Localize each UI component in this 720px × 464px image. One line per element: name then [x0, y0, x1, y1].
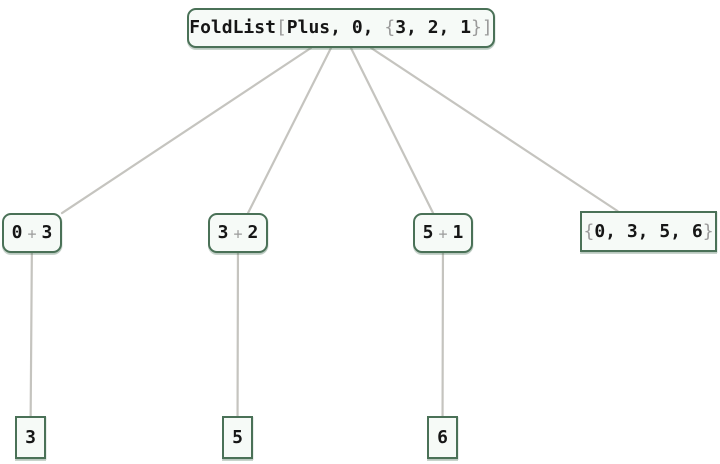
token-value: 5 — [232, 426, 243, 448]
token-head: FoldList — [189, 17, 276, 38]
tree-edge-root-c2 — [246, 46, 333, 215]
leaf-node-value-3: 6 — [427, 416, 458, 459]
token-operand: 1 — [452, 222, 464, 243]
token-operand: 3 — [41, 222, 53, 243]
token-list-items: 3, 2, 1 — [395, 17, 472, 38]
tree-edge-root-c1 — [60, 46, 312, 215]
tree-edge-c1-l1 — [29, 251, 33, 418]
child-node-sum-2: 3 + 2 — [208, 213, 268, 253]
leaf-node-value-1: 3 — [15, 416, 46, 459]
token-open-brace: { — [384, 17, 396, 38]
plus-operator: + — [27, 224, 37, 243]
token-operand: 3 — [217, 222, 229, 243]
token-list-items: 0, 3, 5, 6 — [594, 220, 703, 242]
token-operand: 2 — [247, 222, 259, 243]
token-open-brace: { — [583, 220, 595, 242]
token-close-brace: } — [471, 17, 482, 38]
tree-edge-root-c4 — [370, 46, 619, 213]
token-close-bracket: ] — [481, 17, 493, 38]
child-node-sum-1: 0 + 3 — [2, 213, 62, 253]
token-value: 6 — [437, 426, 448, 448]
token-open-bracket: [ — [275, 17, 287, 38]
child-node-sum-3: 5 + 1 — [413, 213, 473, 253]
plus-operator: + — [233, 224, 243, 243]
token-operand: 0 — [11, 222, 23, 243]
token-value: 3 — [25, 426, 36, 448]
token-close-brace: } — [702, 220, 714, 242]
result-list-node: { 0, 3, 5, 6 } — [580, 211, 717, 252]
token-args: Plus, 0, — [286, 17, 385, 38]
plus-operator: + — [438, 224, 448, 243]
tree-edge-root-c3 — [349, 46, 435, 215]
root-node-foldlist-expression: FoldList [ Plus, 0, { 3, 2, 1 } ] — [187, 8, 495, 48]
leaf-node-value-2: 5 — [222, 416, 253, 459]
token-operand: 5 — [422, 222, 434, 243]
